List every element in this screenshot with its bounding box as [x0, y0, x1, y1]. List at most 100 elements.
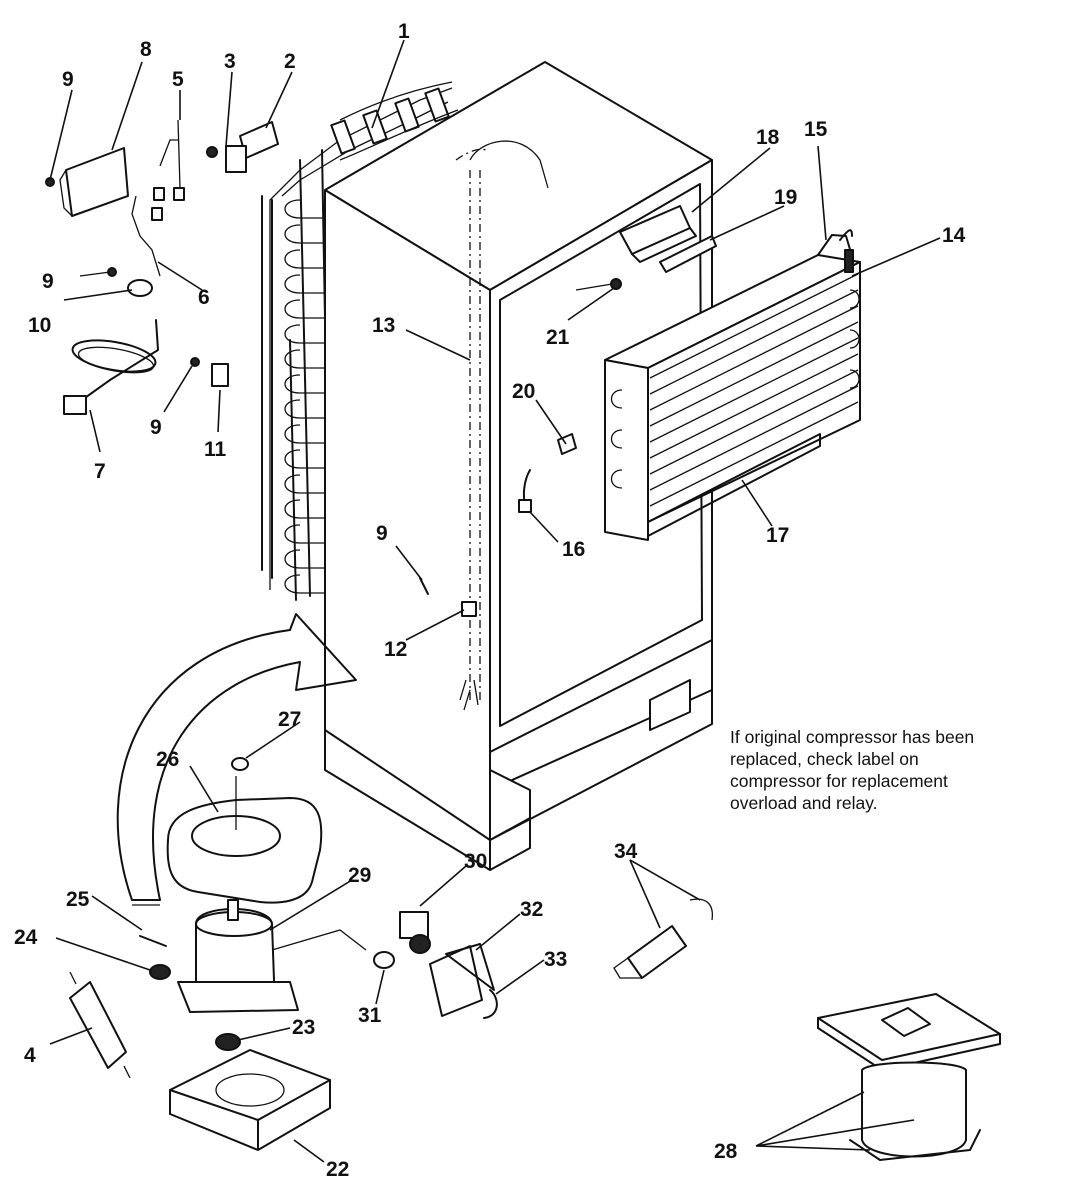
callout-32: 32 — [520, 898, 543, 921]
callout-27: 27 — [278, 708, 301, 731]
callout-2: 2 — [284, 50, 296, 73]
coil-loop — [284, 449, 324, 469]
evaporator-fin — [649, 369, 859, 475]
bracket-8 — [59, 147, 129, 217]
note-line: If original compressor has been — [730, 727, 975, 747]
coil-loop — [284, 399, 324, 419]
relay-30 — [399, 911, 431, 954]
callout-7: 7 — [94, 460, 106, 483]
callout-25: 25 — [66, 888, 90, 911]
evaporator-fin — [649, 353, 859, 459]
refrigerator-cabinet — [324, 61, 713, 871]
callout-9a: 9 — [62, 68, 74, 91]
grommet-24 — [149, 964, 171, 980]
coil-loop — [284, 274, 324, 294]
clamp-12 — [461, 601, 477, 617]
evaporator-fin — [649, 321, 859, 427]
callout-9c: 9 — [150, 416, 162, 439]
coil-loop — [284, 324, 324, 344]
defrost-thermostat — [619, 205, 697, 263]
callout-22: 22 — [326, 1158, 349, 1181]
clip-25 — [139, 935, 167, 947]
coil-loop — [284, 499, 324, 519]
coil-loop — [284, 224, 324, 244]
screw-21 — [575, 278, 622, 291]
grommet-23 — [215, 1033, 241, 1051]
clip-33 — [483, 989, 498, 1019]
screw-3 — [206, 145, 247, 173]
screw-9-cabinet — [419, 577, 429, 595]
bracket-10 — [127, 279, 153, 297]
evaporator-fin — [649, 401, 859, 507]
coil-loop — [284, 424, 324, 444]
callout-11: 11 — [204, 438, 227, 461]
compressor-replacement-note: If original compressor has been replaced… — [730, 726, 1050, 814]
coil-loop — [284, 374, 324, 394]
callout-30: 30 — [464, 850, 487, 873]
callout-9d: 9 — [376, 522, 388, 545]
compressor-28 — [817, 993, 1001, 1161]
callout-16: 16 — [562, 538, 585, 561]
evaporator-fin — [649, 289, 859, 395]
callout-14: 14 — [942, 224, 966, 247]
heater-bracket — [659, 235, 717, 273]
evaporator-fin — [649, 337, 859, 443]
callout-31: 31 — [358, 1004, 382, 1027]
callout-17: 17 — [766, 524, 789, 547]
coil-loop — [284, 574, 324, 594]
note-line: compressor for replacement — [730, 771, 948, 791]
base-plate-22 — [169, 1049, 331, 1151]
coil-loop — [284, 199, 324, 219]
callout-12: 12 — [384, 638, 407, 661]
note-line: replaced, check label on — [730, 749, 919, 769]
compressor-29 — [177, 899, 367, 1013]
dryer-4 — [69, 971, 131, 1079]
evaporator-coil — [604, 229, 861, 541]
evaporator-fin — [649, 305, 859, 411]
coil-loop — [284, 549, 324, 569]
callout-8: 8 — [140, 38, 152, 61]
callout-23: 23 — [292, 1016, 315, 1039]
coil-loop — [284, 524, 324, 544]
installation-arrow — [116, 613, 357, 906]
callout-5: 5 — [172, 68, 184, 91]
note-line: overload and relay. — [730, 793, 878, 813]
evaporator-fin — [649, 273, 859, 379]
coil-loop — [284, 299, 324, 319]
callout-26: 26 — [156, 748, 179, 771]
capacitor-34 — [613, 898, 714, 979]
callout-15: 15 — [804, 118, 828, 141]
coil-loop — [284, 474, 324, 494]
callout-1: 1 — [398, 20, 410, 43]
wire-harness-5 — [131, 119, 185, 277]
cover-32 — [429, 943, 495, 1017]
callout-28: 28 — [714, 1140, 738, 1163]
callout-29: 29 — [348, 864, 371, 887]
callout-6: 6 — [198, 286, 210, 309]
coil-loop — [284, 249, 324, 269]
callout-21: 21 — [546, 326, 570, 349]
drain-pan-26 — [166, 776, 323, 904]
screw-9-lower — [190, 357, 200, 367]
callout-33: 33 — [544, 948, 567, 971]
clamp-11 — [211, 363, 229, 387]
callout-3: 3 — [224, 50, 236, 73]
callout-24: 24 — [14, 926, 38, 949]
evaporator-fin — [649, 385, 859, 491]
callout-13: 13 — [372, 314, 395, 337]
callout-20: 20 — [512, 380, 535, 403]
overload-31 — [373, 951, 395, 969]
callout-labels: 1 2 3 4 5 6 7 8 9 9 9 9 10 11 12 13 14 1… — [14, 20, 966, 1181]
clamp-16 — [518, 469, 532, 513]
screw-9-mid — [79, 267, 117, 277]
callout-18: 18 — [756, 126, 780, 149]
callout-19: 19 — [774, 186, 797, 209]
grommet-27 — [231, 757, 249, 771]
power-cord-7 — [63, 319, 159, 415]
callout-10: 10 — [28, 314, 51, 337]
callout-4: 4 — [24, 1044, 36, 1067]
coil-loop — [284, 349, 324, 369]
callout-9b: 9 — [42, 270, 54, 293]
callout-34: 34 — [614, 840, 638, 863]
